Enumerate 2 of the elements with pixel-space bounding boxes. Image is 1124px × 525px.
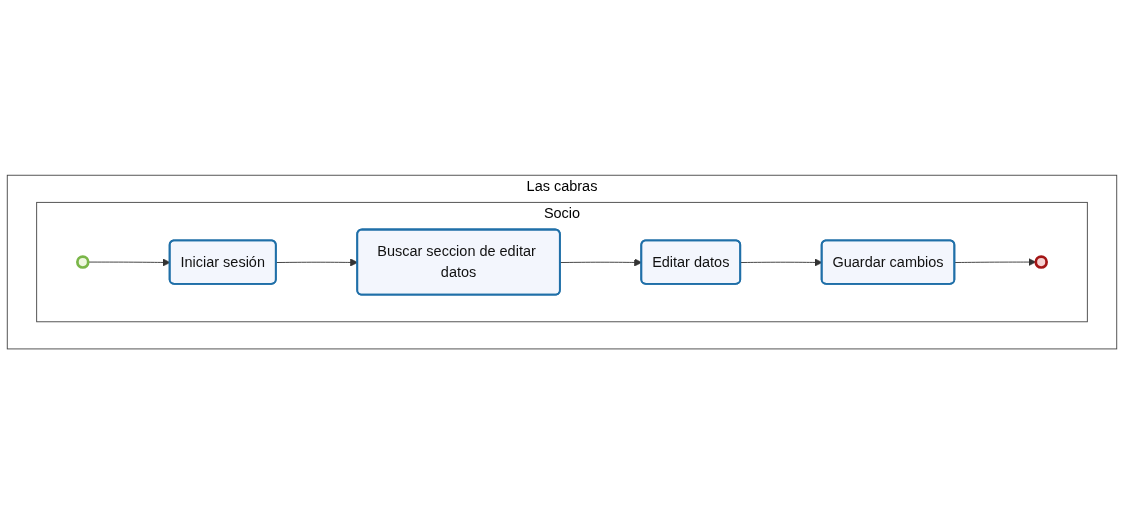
node-circle [76, 255, 90, 270]
node-circle [1034, 255, 1048, 270]
